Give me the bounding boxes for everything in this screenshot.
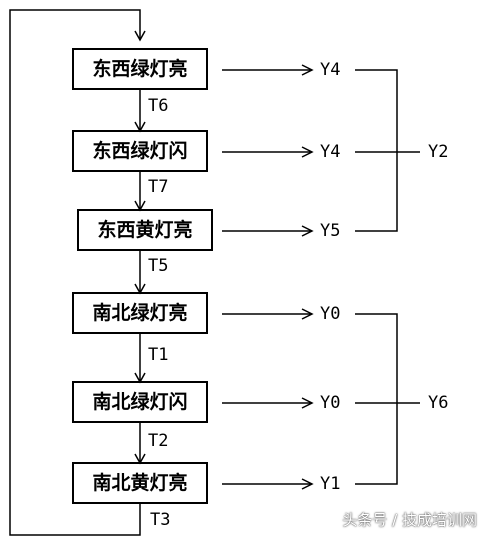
output-arrowhead-6	[301, 478, 314, 490]
state-label-5: 南北绿灯闪	[92, 390, 187, 413]
state-box-3: 东西黄灯亮	[77, 209, 213, 251]
output-arrowhead-2	[301, 146, 314, 158]
output-arrowhead-3	[301, 225, 314, 237]
state-label-4: 南北绿灯亮	[92, 301, 187, 324]
timer-label-4: T1	[148, 345, 168, 365]
timer-label-2: T7	[148, 177, 168, 197]
state-label-2: 东西绿灯闪	[92, 139, 187, 162]
timer-label-1: T6	[148, 96, 168, 116]
transition-arrowhead-3	[134, 283, 146, 295]
output-label-5: Y0	[320, 393, 340, 413]
watermark-text: 头条号 / 技成培训网	[342, 511, 477, 529]
output-arrowhead-5	[301, 397, 314, 409]
state-box-6: 南北黄灯亮	[72, 462, 208, 504]
output-label-4: Y0	[320, 304, 340, 324]
state-label-6: 南北黄灯亮	[92, 471, 187, 494]
output-label-2: Y4	[320, 142, 340, 162]
state-box-1: 东西绿灯亮	[72, 48, 208, 90]
transition-arrowhead-1	[134, 121, 146, 133]
loop-return-arrowhead	[134, 30, 146, 42]
output-label-6: Y1	[320, 474, 340, 494]
output-label-1: Y4	[320, 60, 340, 80]
group-label-y2: Y2	[428, 142, 448, 162]
state-box-4: 南北绿灯亮	[72, 292, 208, 334]
state-box-2: 东西绿灯闪	[72, 130, 208, 172]
transition-arrowhead-2	[134, 200, 146, 212]
state-label-3: 东西黄灯亮	[97, 218, 192, 241]
group-bracket-y2	[355, 69, 420, 232]
group-label-y6: Y6	[428, 393, 448, 413]
transition-arrowhead-5	[134, 453, 146, 465]
timer-label-6: T3	[150, 510, 170, 530]
timer-label-3: T5	[148, 256, 168, 276]
timer-label-5: T2	[148, 431, 168, 451]
state-label-1: 东西绿灯亮	[92, 57, 187, 80]
group-bracket-y6	[355, 313, 420, 485]
output-label-3: Y5	[320, 221, 340, 241]
output-arrowhead-4	[301, 308, 314, 320]
transition-arrowhead-4	[134, 372, 146, 384]
output-arrowhead-1	[301, 64, 314, 76]
loop-return-line	[9, 9, 141, 536]
state-box-5: 南北绿灯闪	[72, 381, 208, 423]
